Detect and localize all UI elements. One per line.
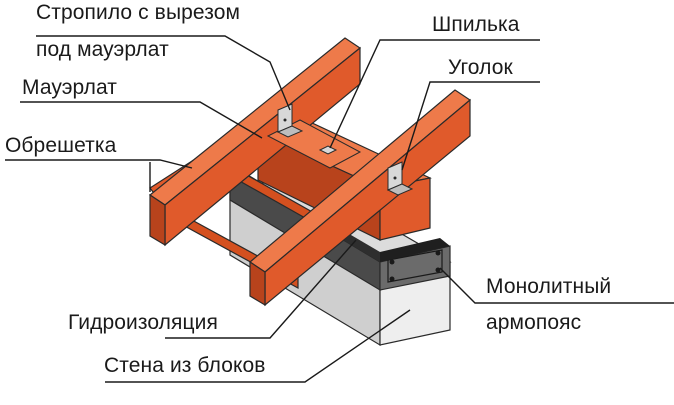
label-lathing: Обрешетка	[5, 134, 117, 157]
leader-lines	[5, 35, 674, 383]
bolt-hole	[393, 176, 397, 180]
bolt-hole	[283, 118, 287, 122]
rafter-lower-end	[249, 260, 266, 307]
leader-waterproofing	[165, 239, 357, 339]
leader-stud	[329, 39, 540, 149]
label-monolithic-line2: армопояс	[486, 311, 582, 334]
label-corner: Уголок	[448, 56, 513, 79]
leader-monolithic	[439, 267, 674, 304]
label-monolithic-line1: Монолитный	[486, 275, 612, 298]
corner-bracket-base	[276, 125, 304, 138]
stud-washer	[318, 145, 338, 155]
label-rafter-line1: Стропило с вырезом	[36, 1, 241, 24]
rafter-lower	[249, 89, 471, 307]
rebar-dot	[435, 267, 441, 273]
label-waterproofing: Гидроизоляция	[68, 311, 218, 334]
corner-bracket-base	[386, 183, 414, 196]
label-stud: Шпилька	[432, 13, 520, 36]
leader-wall	[105, 309, 411, 383]
rebar-dot	[435, 250, 441, 256]
leader-mauerlat	[20, 101, 263, 139]
label-mauerlat: Мауэрлат	[22, 76, 118, 99]
rebar-dot	[389, 276, 395, 282]
leader-corner	[401, 81, 540, 171]
leader-rafter	[36, 35, 291, 111]
rafter-upper-end	[149, 193, 166, 247]
waterproofing-front	[380, 238, 450, 262]
corner-bracket	[386, 161, 414, 196]
label-wall: Стена из блоков	[104, 354, 266, 377]
rafter-upper	[148, 37, 362, 247]
belt-inner-frame	[387, 249, 443, 283]
anchor-stud	[318, 145, 338, 155]
corner-bracket	[276, 103, 304, 138]
leader-lathing	[5, 159, 193, 169]
label-rafter-line2: под мауэрлат	[36, 38, 169, 61]
rebar-dot	[389, 259, 395, 265]
